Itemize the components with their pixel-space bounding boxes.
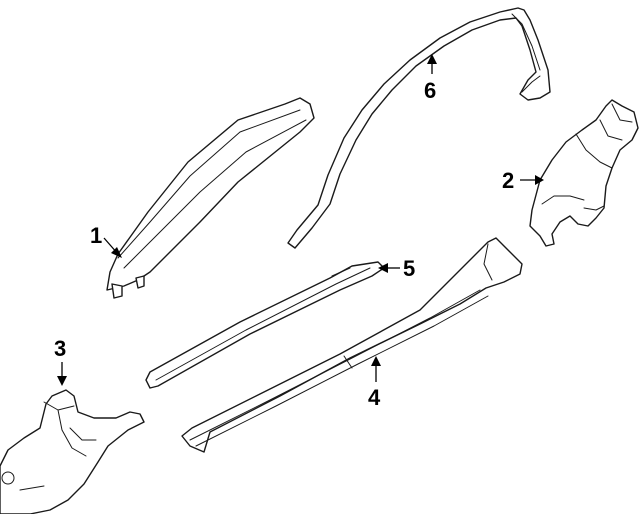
leader-3 [57, 362, 67, 386]
callout-3: 3 [54, 336, 66, 361]
part-2-b-pillar-trim [529, 99, 639, 247]
leader-4 [371, 356, 381, 382]
callout-2: 2 [502, 168, 514, 193]
part-1-a-pillar-trim [106, 97, 315, 299]
callout-5: 5 [403, 256, 415, 281]
leader-5 [378, 263, 400, 273]
part-3-kick-panel [0, 389, 145, 514]
callout-4: 4 [368, 385, 381, 410]
callout-1: 1 [90, 223, 102, 248]
callout-6: 6 [424, 78, 436, 103]
leader-6 [427, 54, 437, 74]
leader-2 [520, 175, 544, 185]
part-4-rocker-panel [181, 237, 523, 453]
leader-1 [103, 237, 122, 258]
part-6-roof-weatherstrip [287, 7, 551, 249]
